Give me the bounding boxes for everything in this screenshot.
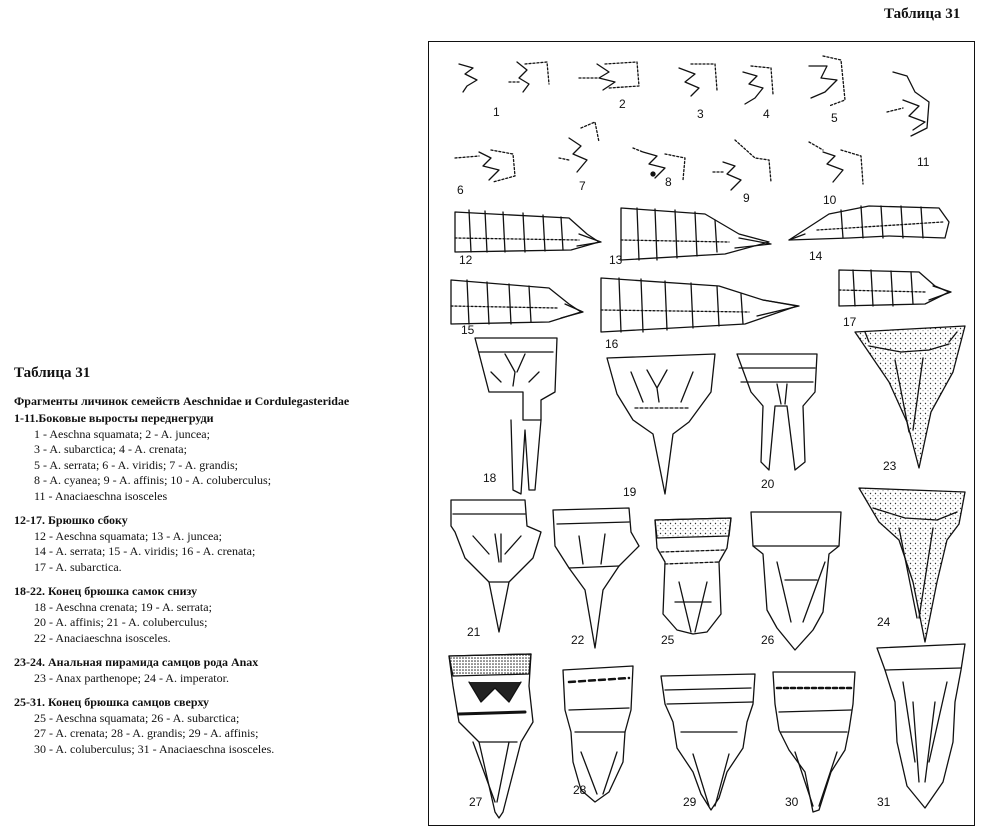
figure-10-drawing (808, 141, 864, 185)
figure-label-10: 10 (823, 193, 837, 207)
figure-label-25: 25 (661, 633, 675, 647)
figure-label-21: 21 (467, 625, 481, 639)
figure-14-drawing (788, 205, 950, 241)
figure-label-11: 11 (917, 155, 930, 169)
figure-label-9: 9 (743, 191, 750, 205)
figure-26-drawing (750, 511, 842, 651)
caption-group-title: 25-31. Конец брюшка самцов сверху (14, 695, 210, 709)
caption-line: 5 - A. serrata; 6 - A. viridis; 7 - A. g… (34, 457, 238, 472)
caption-line: 12 - Aeschna squamata; 13 - A. juncea; (34, 528, 222, 543)
figure-16-drawing (600, 277, 800, 333)
figure-28-drawing (562, 665, 634, 803)
caption-group-title: 1-11.Боковые выросты переднегруди (14, 411, 214, 425)
figure-label-26: 26 (761, 633, 775, 647)
figure-label-3: 3 (697, 107, 704, 121)
figure-label-7: 7 (579, 179, 586, 193)
caption-line: 17 - A. subarctica. (34, 559, 122, 574)
caption-line: 8 - A. cyanea; 9 - A. affinis; 10 - A. c… (34, 473, 272, 487)
figure-18-drawing (474, 337, 558, 495)
caption-group: 12-17. Брюшко сбоку 12 - Aeschna squamat… (14, 513, 424, 575)
caption-line: 1 - Aeschna squamata; 2 - A. juncea; (34, 426, 210, 441)
figure-8-drawing (632, 147, 686, 181)
figure-label-4: 4 (763, 107, 770, 121)
illustration-plate: 1 2 3 4 5 6 7 8 9 10 11 12 13 14 15 16 1… (428, 41, 975, 826)
figure-label-27: 27 (469, 795, 483, 809)
figure-label-15: 15 (461, 323, 475, 337)
figure-22-drawing (552, 507, 640, 649)
figure-label-24: 24 (877, 615, 891, 629)
caption-group-title: 23-24. Анальная пирамида самцов рода Ana… (14, 655, 259, 669)
figure-25-drawing (654, 517, 732, 635)
figure-3-drawing (678, 63, 718, 97)
figure-5-drawing (808, 55, 846, 107)
caption-group: 1-11.Боковые выросты переднегруди 1 - Ae… (14, 411, 424, 504)
figure-label-28: 28 (573, 783, 587, 797)
caption-title: Таблица 31 (14, 365, 91, 381)
figure-7-drawing (558, 121, 600, 173)
caption-group: 23-24. Анальная пирамида самцов рода Ana… (14, 655, 424, 686)
figure-17-drawing (838, 269, 952, 307)
caption-line: 25 - Aeschna squamata; 26 - A. subarctic… (34, 710, 240, 725)
figure-label-14: 14 (809, 249, 823, 263)
caption-group: 18-22. Конец брюшка самок снизу 18 - Aes… (14, 584, 424, 646)
figure-caption: Таблица 31 Фрагменты личинок семейств Ae… (14, 365, 424, 766)
caption-line: 30 - A. coluberculus; 31 - Anaciaeschna … (34, 741, 275, 756)
caption-line: 11 - Anaciaeschna isosceles (34, 488, 168, 503)
figure-label-17: 17 (843, 315, 857, 329)
figure-label-31: 31 (877, 795, 891, 809)
page-title: Таблица 31 (884, 6, 961, 22)
plate-drawings: 1 2 3 4 5 6 7 8 9 10 11 12 13 14 15 16 1… (448, 55, 966, 819)
figure-4-drawing (742, 65, 774, 105)
caption-line: 23 - Anax parthenope; 24 - A. imperator. (34, 670, 229, 685)
figure-label-12: 12 (459, 253, 473, 267)
figure-label-6: 6 (457, 183, 464, 197)
figure-label-1: 1 (493, 105, 500, 119)
figure-label-8: 8 (665, 175, 672, 189)
figure-27-drawing (448, 653, 534, 819)
figure-label-30: 30 (785, 795, 799, 809)
figure-15-drawing (450, 279, 584, 325)
figure-label-16: 16 (605, 337, 619, 351)
figure-21-drawing (450, 499, 542, 633)
figure-label-29: 29 (683, 795, 697, 809)
caption-line: 18 - Aeschna crenata; 19 - A. serrata; (34, 599, 212, 614)
figure-13-drawing (620, 207, 772, 261)
figure-19-drawing (606, 353, 716, 495)
caption-line: 27 - A. crenata; 28 - A. grandis; 29 - A… (34, 726, 259, 740)
caption-group-title: 18-22. Конец брюшка самок снизу (14, 584, 198, 598)
figure-6-drawing (454, 149, 516, 183)
caption-line: 22 - Anaciaeschna isosceles. (34, 630, 171, 645)
figure-11-drawing (886, 71, 930, 137)
caption-group-title: 12-17. Брюшко сбоку (14, 513, 128, 527)
figure-1-drawing (458, 61, 550, 93)
figure-29-drawing (660, 673, 756, 811)
figure-label-20: 20 (761, 477, 775, 491)
figure-label-22: 22 (571, 633, 585, 647)
caption-heading: Фрагменты личинок семейств Aeschnidae и … (14, 393, 350, 408)
figure-20-drawing (736, 353, 818, 471)
figure-2-drawing (578, 61, 640, 91)
figure-label-5: 5 (831, 111, 838, 125)
caption-group: 25-31. Конец брюшка самцов сверху 25 - A… (14, 695, 424, 757)
figure-23-drawing (854, 325, 966, 469)
caption-line: 14 - A. serrata; 15 - A. viridis; 16 - A… (34, 544, 256, 558)
caption-line: 3 - A. subarctica; 4 - A. crenata; (34, 442, 187, 456)
figure-12-drawing (454, 209, 602, 253)
figure-label-13: 13 (609, 253, 623, 267)
figure-30-drawing (772, 671, 856, 813)
figure-label-19: 19 (623, 485, 637, 499)
figure-label-18: 18 (483, 471, 497, 485)
figure-label-23: 23 (883, 459, 897, 473)
figure-24-drawing (858, 487, 966, 643)
figure-31-drawing (876, 643, 966, 809)
figure-label-2: 2 (619, 97, 626, 111)
caption-line: 20 - A. affinis; 21 - A. coluberculus; (34, 615, 208, 629)
figure-9-drawing (712, 139, 772, 191)
